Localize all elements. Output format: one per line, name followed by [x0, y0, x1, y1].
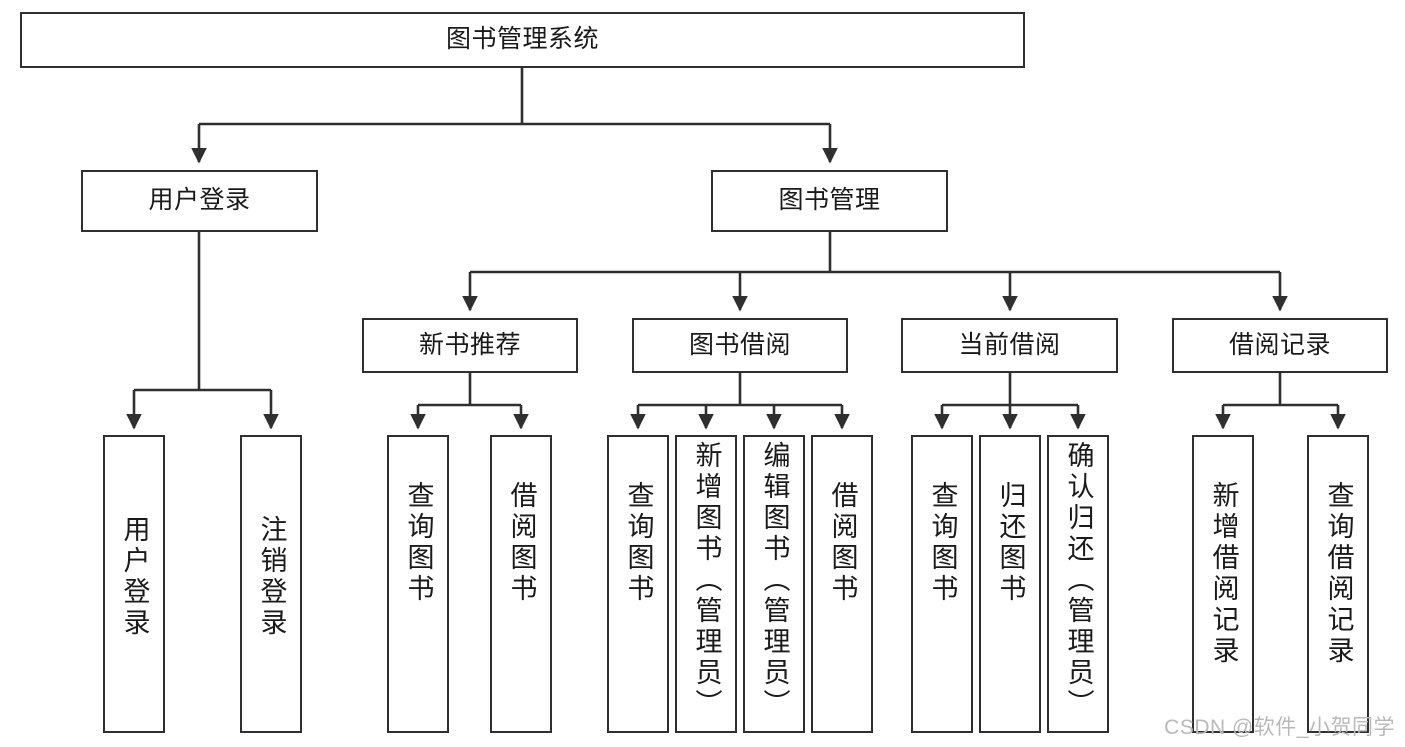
leaf-new-book-borrow-book[interactable]: 借阅图书 — [490, 435, 552, 733]
node-label: 新书推荐 — [418, 330, 521, 359]
node-root-book-management-system[interactable]: 图书管理系统 — [20, 12, 1025, 68]
node-label: 当前借阅 — [958, 330, 1061, 359]
node-label: 查询图书 — [623, 481, 654, 605]
leaf-borrow-borrow-book[interactable]: 借阅图书 — [811, 435, 873, 733]
node-label: 注销登录 — [256, 515, 287, 639]
node-label: 图书管理系统 — [445, 25, 599, 54]
node-new-book-recommendation[interactable]: 新书推荐 — [362, 318, 578, 373]
leaf-current-return-book[interactable]: 归还图书 — [979, 435, 1041, 733]
node-current-borrowing[interactable]: 当前借阅 — [901, 318, 1118, 373]
node-label: 确认归还（管理员） — [1063, 441, 1094, 720]
leaf-record-query-borrow-record[interactable]: 查询借阅记录 — [1307, 435, 1369, 733]
node-user-login[interactable]: 用户登录 — [81, 170, 318, 232]
leaf-user-login-logout[interactable]: 注销登录 — [240, 435, 302, 733]
node-label: 新增借阅记录 — [1208, 481, 1239, 667]
node-label: 借阅记录 — [1228, 330, 1331, 359]
node-label: 归还图书 — [995, 481, 1026, 605]
node-label: 查询图书 — [403, 481, 434, 605]
node-label: 用户登录 — [119, 515, 150, 639]
leaf-record-add-borrow-record[interactable]: 新增借阅记录 — [1192, 435, 1254, 733]
leaf-user-login-login[interactable]: 用户登录 — [103, 435, 165, 733]
node-book-borrowing[interactable]: 图书借阅 — [632, 318, 848, 373]
node-label: 借阅图书 — [506, 481, 537, 605]
leaf-borrow-add-book-admin[interactable]: 新增图书（管理员） — [675, 435, 737, 733]
node-label: 借阅图书 — [827, 481, 858, 605]
leaf-current-confirm-return-admin[interactable]: 确认归还（管理员） — [1047, 435, 1109, 733]
node-label: 图书管理 — [778, 186, 881, 215]
leaf-current-query-book[interactable]: 查询图书 — [911, 435, 973, 733]
node-label: 新增图书（管理员） — [691, 441, 722, 720]
node-borrowing-record[interactable]: 借阅记录 — [1172, 318, 1388, 373]
leaf-borrow-edit-book-admin[interactable]: 编辑图书（管理员） — [743, 435, 805, 733]
node-label: 图书借阅 — [688, 330, 791, 359]
leaf-new-book-query-book[interactable]: 查询图书 — [387, 435, 449, 733]
leaf-borrow-query-book[interactable]: 查询图书 — [607, 435, 669, 733]
node-label: 用户登录 — [148, 186, 251, 215]
node-label: 查询图书 — [927, 481, 958, 605]
node-label: 编辑图书（管理员） — [759, 441, 790, 720]
node-label: 查询借阅记录 — [1323, 481, 1354, 667]
node-book-management[interactable]: 图书管理 — [711, 170, 948, 232]
csdn-watermark: CSDN @软件_小贺同学 — [1164, 716, 1395, 739]
